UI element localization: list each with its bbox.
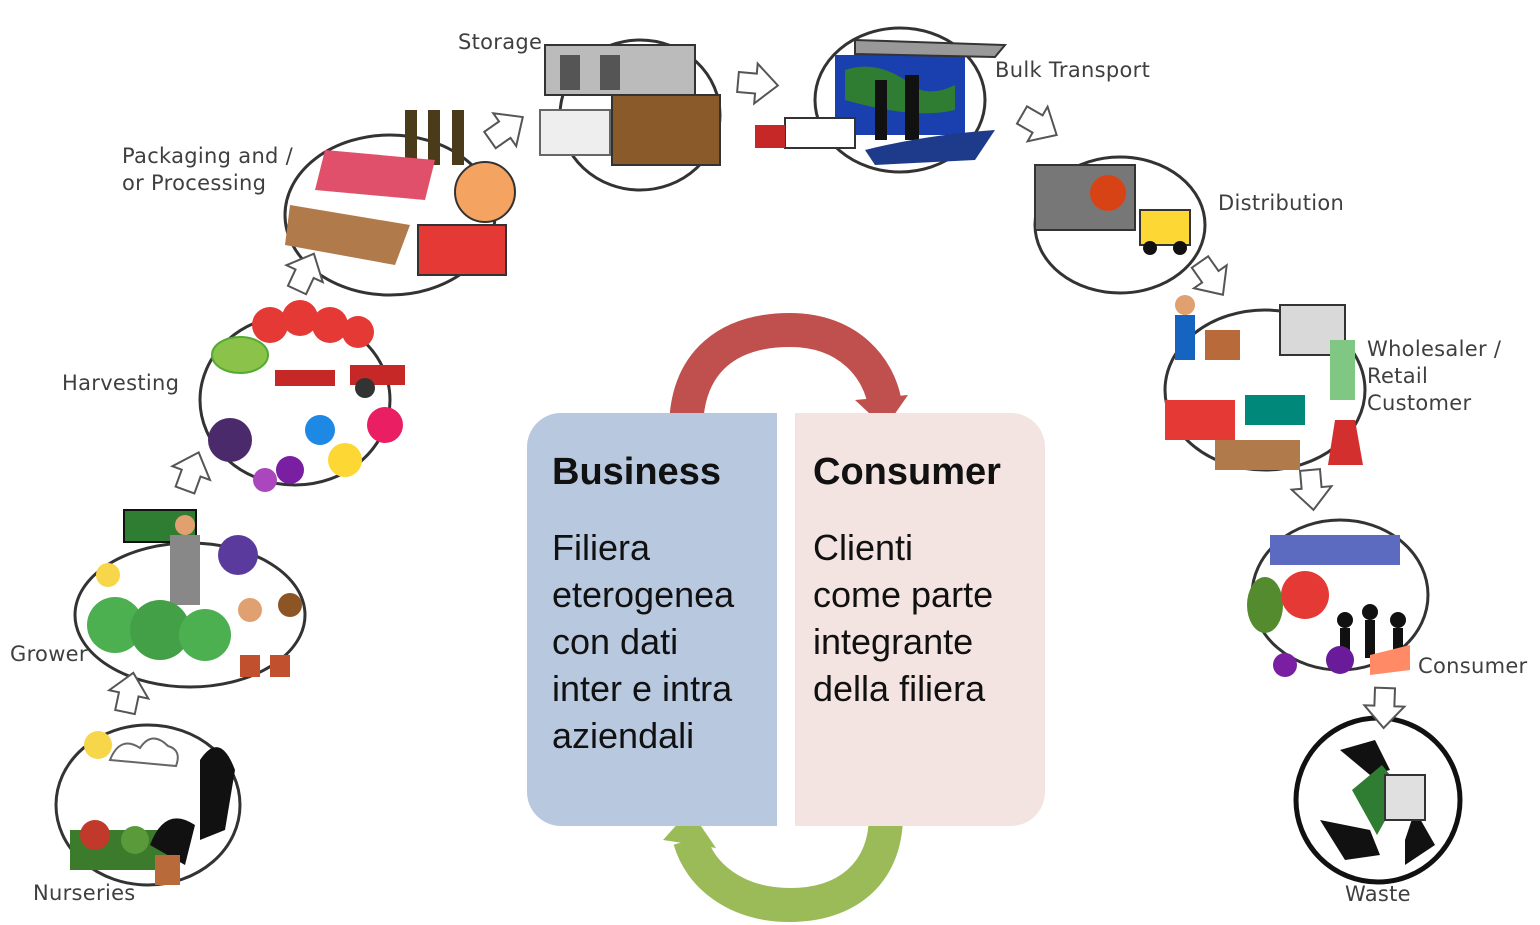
packaging-icon [283,110,516,297]
consumer-text: Clienti come parte integrante della fili… [813,527,994,709]
stage-label-nurseries: Nurseries [33,881,136,905]
business-panel: Business Filiera eterogenea con dati int… [527,413,777,826]
flow-arrow [277,244,334,300]
flow-arrow [1011,96,1068,154]
bottom-cycle-arrowhead [663,810,716,848]
stage-label-wholesaler: Wholesaler / Retail Customer [1367,337,1502,415]
flow-arrow [1289,467,1335,513]
flow-arrow [477,99,536,158]
business-text: Filiera eterogenea con dati inter e intr… [552,527,735,756]
harvest-icon [198,300,405,492]
nursery-icon [54,723,242,887]
stage-label-waste: Waste [1345,882,1411,906]
stage-label-harvesting: Harvesting [62,371,180,395]
recycle-icon [1293,715,1463,885]
warehouse-icon [539,38,722,192]
flow-arrow [165,444,219,498]
flow-arrow [735,61,781,107]
stage-label-grower: Grower [10,642,88,666]
bottom-cycle-arrow [673,814,903,923]
stage-label-distribution: Distribution [1218,191,1345,215]
consumer-title: Consumer [813,451,1001,493]
transport-icon [755,26,1008,174]
flow-arrow [104,667,154,718]
stage-label-storage: Storage [458,30,543,54]
stage-label-packaging: Packaging and / or Processing [122,144,294,195]
consumer-panel: Consumer Clienti come parte integrante d… [795,413,1045,826]
top-cycle-arrow [669,312,902,431]
grower-icon [73,509,307,689]
stage-label-consumer: Consumer [1418,654,1528,678]
stage-label-bulk-transport: Bulk Transport [995,58,1151,82]
business-title: Business [552,451,721,493]
shop-icon [1163,295,1367,472]
top-cycle-arrowhead [855,395,908,428]
truck-icon [1033,155,1207,295]
family-icon [1247,518,1430,677]
